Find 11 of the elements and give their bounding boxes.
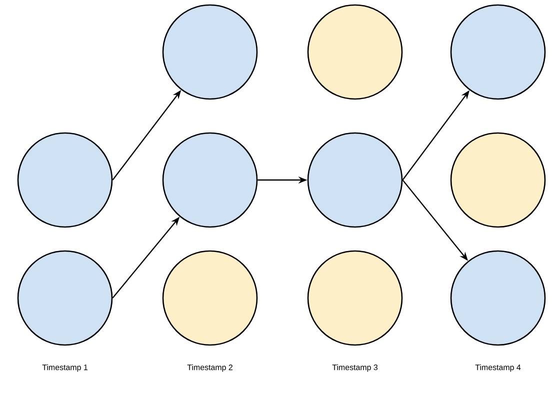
circle-node	[17, 250, 113, 346]
circle-node	[450, 4, 546, 100]
circle-node	[17, 132, 113, 228]
circle-node	[307, 132, 403, 228]
circle-node	[307, 4, 403, 100]
circle-node	[307, 250, 403, 346]
circle-node	[450, 250, 546, 346]
circle-node	[162, 132, 258, 228]
circle-node	[450, 132, 546, 228]
circle-node	[162, 250, 258, 346]
circle-node	[162, 4, 258, 100]
